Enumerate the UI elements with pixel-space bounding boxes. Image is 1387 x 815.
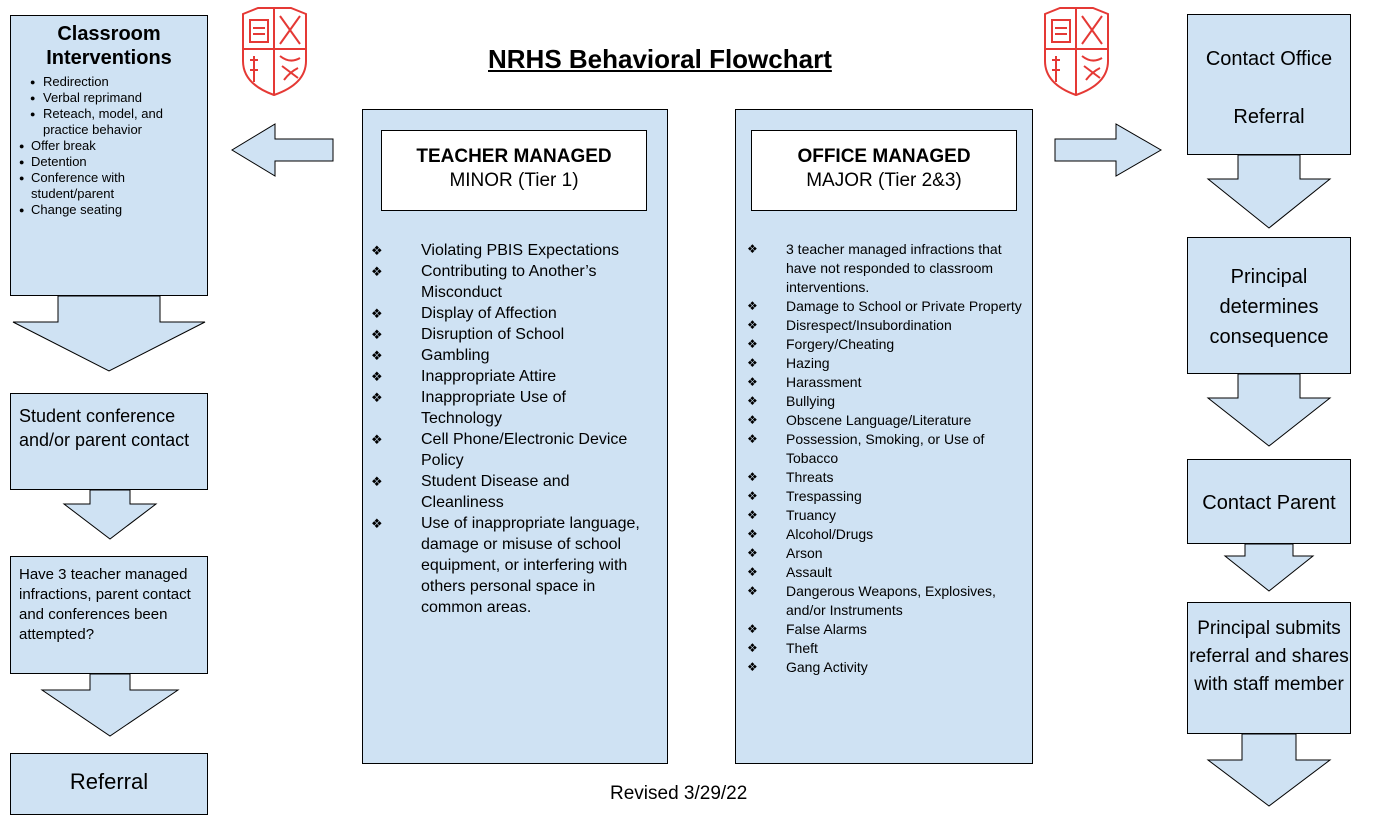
referral-left-text: Referral <box>69 769 149 794</box>
question-text: Have 3 teacher managed infractions, pare… <box>19 566 191 643</box>
list-item: 3 teacher managed infractions that have … <box>747 240 1026 297</box>
list-item: Theft <box>747 639 1026 658</box>
student-conference-box: Student conference and/or parent contact <box>10 393 208 490</box>
referral-right-text: Referral <box>1233 106 1305 128</box>
down-arrow-3 <box>40 673 180 737</box>
list-item: Inappropriate Attire <box>371 366 646 387</box>
list-item: Redirection <box>19 74 199 90</box>
right-arrow <box>1054 123 1162 177</box>
question-box: Have 3 teacher managed infractions, pare… <box>10 556 208 674</box>
list-item: Conference with student/parent <box>19 170 199 202</box>
principal-submits-text: Principal submits referral and shares wi… <box>1189 618 1349 695</box>
office-managed-heading: OFFICE MANAGED <box>797 146 971 167</box>
list-item: Detention <box>19 154 199 170</box>
left-arrow <box>231 123 334 177</box>
list-item: Use of inappropriate language, damage or… <box>371 513 646 618</box>
classroom-interventions-list: Redirection Verbal reprimand Reteach, mo… <box>19 74 199 218</box>
list-item: Student Disease and Cleanliness <box>371 471 646 513</box>
list-item: Damage to School or Private Property <box>747 297 1026 316</box>
list-item: Display of Affection <box>371 303 646 324</box>
school-crest-icon <box>242 7 307 97</box>
contact-parent-text: Contact Parent <box>1202 492 1336 514</box>
referral-box-left: Referral <box>10 753 208 815</box>
student-conference-text: Student conference and/or parent contact <box>19 406 190 450</box>
classroom-interventions-box: Classroom Interventions Redirection Verb… <box>10 15 208 296</box>
office-managed-list: 3 teacher managed infractions that have … <box>747 240 1026 677</box>
teacher-managed-panel: TEACHER MANAGED MINOR (Tier 1) Violating… <box>362 109 668 764</box>
list-item: Hazing <box>747 354 1026 373</box>
list-item: Truancy <box>747 506 1026 525</box>
contact-office-box: Contact Office Referral <box>1187 14 1351 155</box>
list-item: Cell Phone/Electronic Device Policy <box>371 429 646 471</box>
list-item: Forgery/Cheating <box>747 335 1026 354</box>
list-item: Violating PBIS Expectations <box>371 240 646 261</box>
down-arrow-2 <box>62 489 158 540</box>
list-item: Gang Activity <box>747 658 1026 677</box>
page-title: NRHS Behavioral Flowchart <box>488 44 832 74</box>
list-item: Arson <box>747 544 1026 563</box>
list-item: Disruption of School <box>371 324 646 345</box>
list-item: Inappropriate Use of Technology <box>371 387 646 429</box>
office-managed-tier: MAJOR (Tier 2&3) <box>806 170 962 191</box>
list-item: Dangerous Weapons, Explosives, and/or In… <box>747 582 1026 620</box>
school-crest-icon <box>1044 7 1109 97</box>
list-item: Reteach, model, and practice behavior <box>19 106 199 138</box>
list-item: Assault <box>747 563 1026 582</box>
classroom-interventions-title: Classroom Interventions <box>46 23 172 69</box>
list-item: False Alarms <box>747 620 1026 639</box>
list-item: Disrespect/Insubordination <box>747 316 1026 335</box>
down-arrow-7 <box>1206 733 1332 807</box>
down-arrow-6 <box>1223 543 1315 592</box>
list-item: Offer break <box>19 138 199 154</box>
teacher-managed-list: Violating PBIS Expectations Contributing… <box>371 240 646 618</box>
office-managed-panel: OFFICE MANAGED MAJOR (Tier 2&3) 3 teache… <box>735 109 1033 764</box>
list-item: Alcohol/Drugs <box>747 525 1026 544</box>
teacher-managed-header: TEACHER MANAGED MINOR (Tier 1) <box>381 130 647 211</box>
teacher-managed-heading: TEACHER MANAGED <box>416 146 612 167</box>
revised-date: Revised 3/29/22 <box>610 783 748 804</box>
list-item: Trespassing <box>747 487 1026 506</box>
list-item: Threats <box>747 468 1026 487</box>
teacher-managed-tier: MINOR (Tier 1) <box>449 170 579 191</box>
list-item: Bullying <box>747 392 1026 411</box>
down-arrow-5 <box>1206 373 1332 447</box>
principal-determines-box: Principal determines consequence <box>1187 237 1351 374</box>
contact-office-text: Contact Office <box>1205 48 1333 70</box>
principal-submits-box: Principal submits referral and shares wi… <box>1187 602 1351 734</box>
office-managed-header: OFFICE MANAGED MAJOR (Tier 2&3) <box>751 130 1017 211</box>
list-item: Verbal reprimand <box>19 90 199 106</box>
contact-parent-box: Contact Parent <box>1187 459 1351 544</box>
list-item: Possession, Smoking, or Use of Tobacco <box>747 430 1026 468</box>
principal-determines-text: Principal determines consequence <box>1209 266 1329 348</box>
list-item: Contributing to Another’s Misconduct <box>371 261 646 303</box>
down-arrow-1 <box>12 295 206 372</box>
list-item: Change seating <box>19 202 199 218</box>
list-item: Harassment <box>747 373 1026 392</box>
down-arrow-4 <box>1206 154 1332 229</box>
list-item: Obscene Language/Literature <box>747 411 1026 430</box>
list-item: Gambling <box>371 345 646 366</box>
